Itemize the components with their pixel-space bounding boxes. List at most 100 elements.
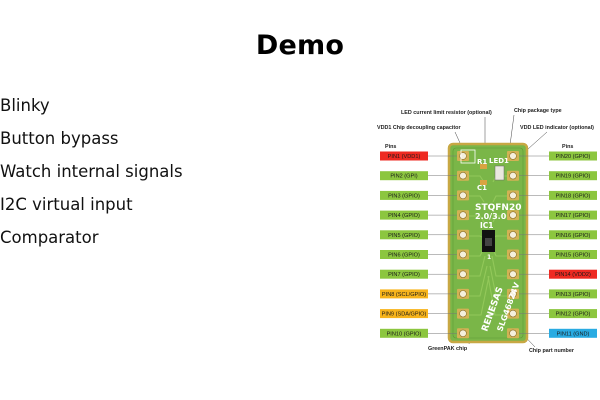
left-pad-8 [457,288,469,299]
left-pin-label-3: PIN3 (GPIO) [380,190,428,200]
right-pin-text-9: PIN12 (GPIO) [556,312,591,318]
left-pin-box-6 [380,250,428,259]
right-pin-label-6: PIN15 (GPIO) [549,250,597,259]
right-pin-box-1 [549,151,597,161]
right-pin-label-8: PIN13 (GPIO) [549,289,597,299]
left-pad-5 [457,229,469,240]
right-pin-label-5: PIN16 (GPIO) [549,230,597,240]
pins-heading-right: Pins [562,144,573,150]
right-pad-2 [507,170,519,181]
right-pad-6 [507,249,519,260]
left-pin-box-8 [380,289,428,299]
left-pin-text-6: PIN6 (GPIO) [388,253,420,259]
right-pad-7 [507,269,519,280]
left-pin-box-9 [380,309,428,319]
left-pin-labels: PIN1 (VDD1) PIN2 (GPI) PIN3 (GPIO) PIN4 (GP… [380,151,457,338]
right-pad-5 [507,229,519,240]
bullet-blinky: Blinky [0,96,50,115]
left-pin-box-10 [380,328,428,338]
left-pin-text-10: PIN10 (GPIO) [387,331,422,337]
right-pin-box-7 [549,269,597,279]
right-pin-text-10: PIN11 (GND) [557,331,590,337]
resistor-r1 [480,164,487,169]
left-pad-4 [457,210,469,221]
right-pin-text-7: PIN14 (VDD2) [555,272,591,278]
left-pad-9 [457,308,469,319]
capacitor-c1 [480,180,487,185]
right-pin-text-1: PIN20 (GPIO) [556,154,591,160]
left-pad-2 [457,170,469,181]
bullet-comparator: Comparator [0,228,99,247]
left-pin-text-8: PIN8 (SCL/GPIO) [382,292,426,298]
silk-led1: LED1 [489,157,509,165]
right-pad-10 [507,328,519,339]
board-pinout-diagram: LED current limit resistor (optional) Ch… [377,108,597,354]
callout-vdd1-capacitor: VDD1 Chip decoupling capacitor [377,125,461,131]
left-pin-label-10: PIN10 (GPIO) [380,328,428,338]
right-pin-label-3: PIN18 (GPIO) [549,190,597,200]
left-pin-text-3: PIN3 (GPIO) [388,193,420,199]
right-pin-box-8 [549,289,597,299]
left-pin-text-7: PIN7 (GPIO) [388,272,420,278]
right-pin-box-10 [549,328,597,338]
callout-vdd-led: VDD LED indicator (optional) [520,125,594,131]
silk-r1: R1 [477,158,487,166]
right-pin-text-5: PIN16 (GPIO) [556,233,591,239]
callout-greenpak-chip: GreenPAK chip [428,346,468,352]
callout-chip-package-type: Chip package type [514,108,562,114]
left-pin-text-4: PIN4 (GPIO) [388,213,420,219]
slide-title: Demo [255,30,345,61]
right-pin-text-4: PIN17 (GPIO) [556,213,591,219]
silk-pin1-mark: 1 [487,254,491,261]
left-pin-text-1: PIN1 (VDD1) [388,154,421,160]
silk-ic1: IC1 [480,221,494,230]
left-pin-box-7 [380,269,428,279]
left-pin-box-4 [380,210,428,220]
bullet-watch-internal-signals: Watch internal signals [0,162,183,181]
bullet-button-bypass: Button bypass [0,129,119,148]
left-pin-label-9: PIN9 (SDA/GPIO) [380,309,428,319]
left-pin-label-1: PIN1 (VDD1) [380,151,428,161]
left-pin-label-8: PIN8 (SCL/GPIO) [380,289,428,299]
right-pad-1 [507,151,519,161]
left-pad-10 [457,328,469,339]
bullet-list: Blinky Button bypass Watch internal sign… [0,94,183,259]
right-pads [507,151,519,339]
left-pin-label-6: PIN6 (GPIO) [380,250,428,259]
right-pad-4 [507,210,519,221]
right-pin-box-3 [549,190,597,200]
right-pin-box-4 [549,210,597,220]
left-pin-box-1 [380,151,428,161]
left-pin-label-2: PIN2 (GPI) [380,171,428,181]
silk-version: 2.0/3.0 [475,212,507,221]
left-pin-label-4: PIN4 (GPIO) [380,210,428,220]
right-pin-label-10: PIN11 (GND) [549,328,597,338]
right-pad-3 [507,190,519,201]
left-pin-label-5: PIN5 (GPIO) [380,230,428,240]
silk-c1: C1 [477,184,487,192]
right-pin-text-8: PIN13 (GPIO) [556,292,591,298]
left-pin-label-7: PIN7 (GPIO) [380,269,428,279]
right-pad-9 [507,308,519,319]
left-pad-1 [457,151,469,161]
left-pin-text-5: PIN5 (GPIO) [388,233,420,239]
led1 [494,165,505,181]
right-pin-label-2: PIN19 (GPIO) [549,171,597,181]
left-pin-box-5 [380,230,428,240]
right-pad-8 [507,288,519,299]
callout-chip-part-number: Chip part number [529,348,575,354]
left-pin-text-9: PIN9 (SDA/GPIO) [382,312,427,318]
right-pin-box-2 [549,171,597,181]
callout-led-resistor: LED current limit resistor (optional) [401,110,492,116]
left-pads [457,151,469,339]
right-pin-text-3: PIN18 (GPIO) [556,193,591,199]
left-pin-box-3 [380,190,428,200]
right-pin-label-7: PIN14 (VDD2) [549,269,597,279]
right-pin-labels: PIN20 (GPIO) PIN19 (GPIO) PIN18 (GPIO) PIN1… [519,151,597,338]
left-pin-box-2 [380,171,428,181]
right-pin-box-9 [549,309,597,319]
bullet-i2c-virtual-input: I2C virtual input [0,195,133,214]
right-pin-label-4: PIN17 (GPIO) [549,210,597,220]
right-pin-text-6: PIN15 (GPIO) [556,253,591,259]
right-pin-box-5 [549,230,597,240]
